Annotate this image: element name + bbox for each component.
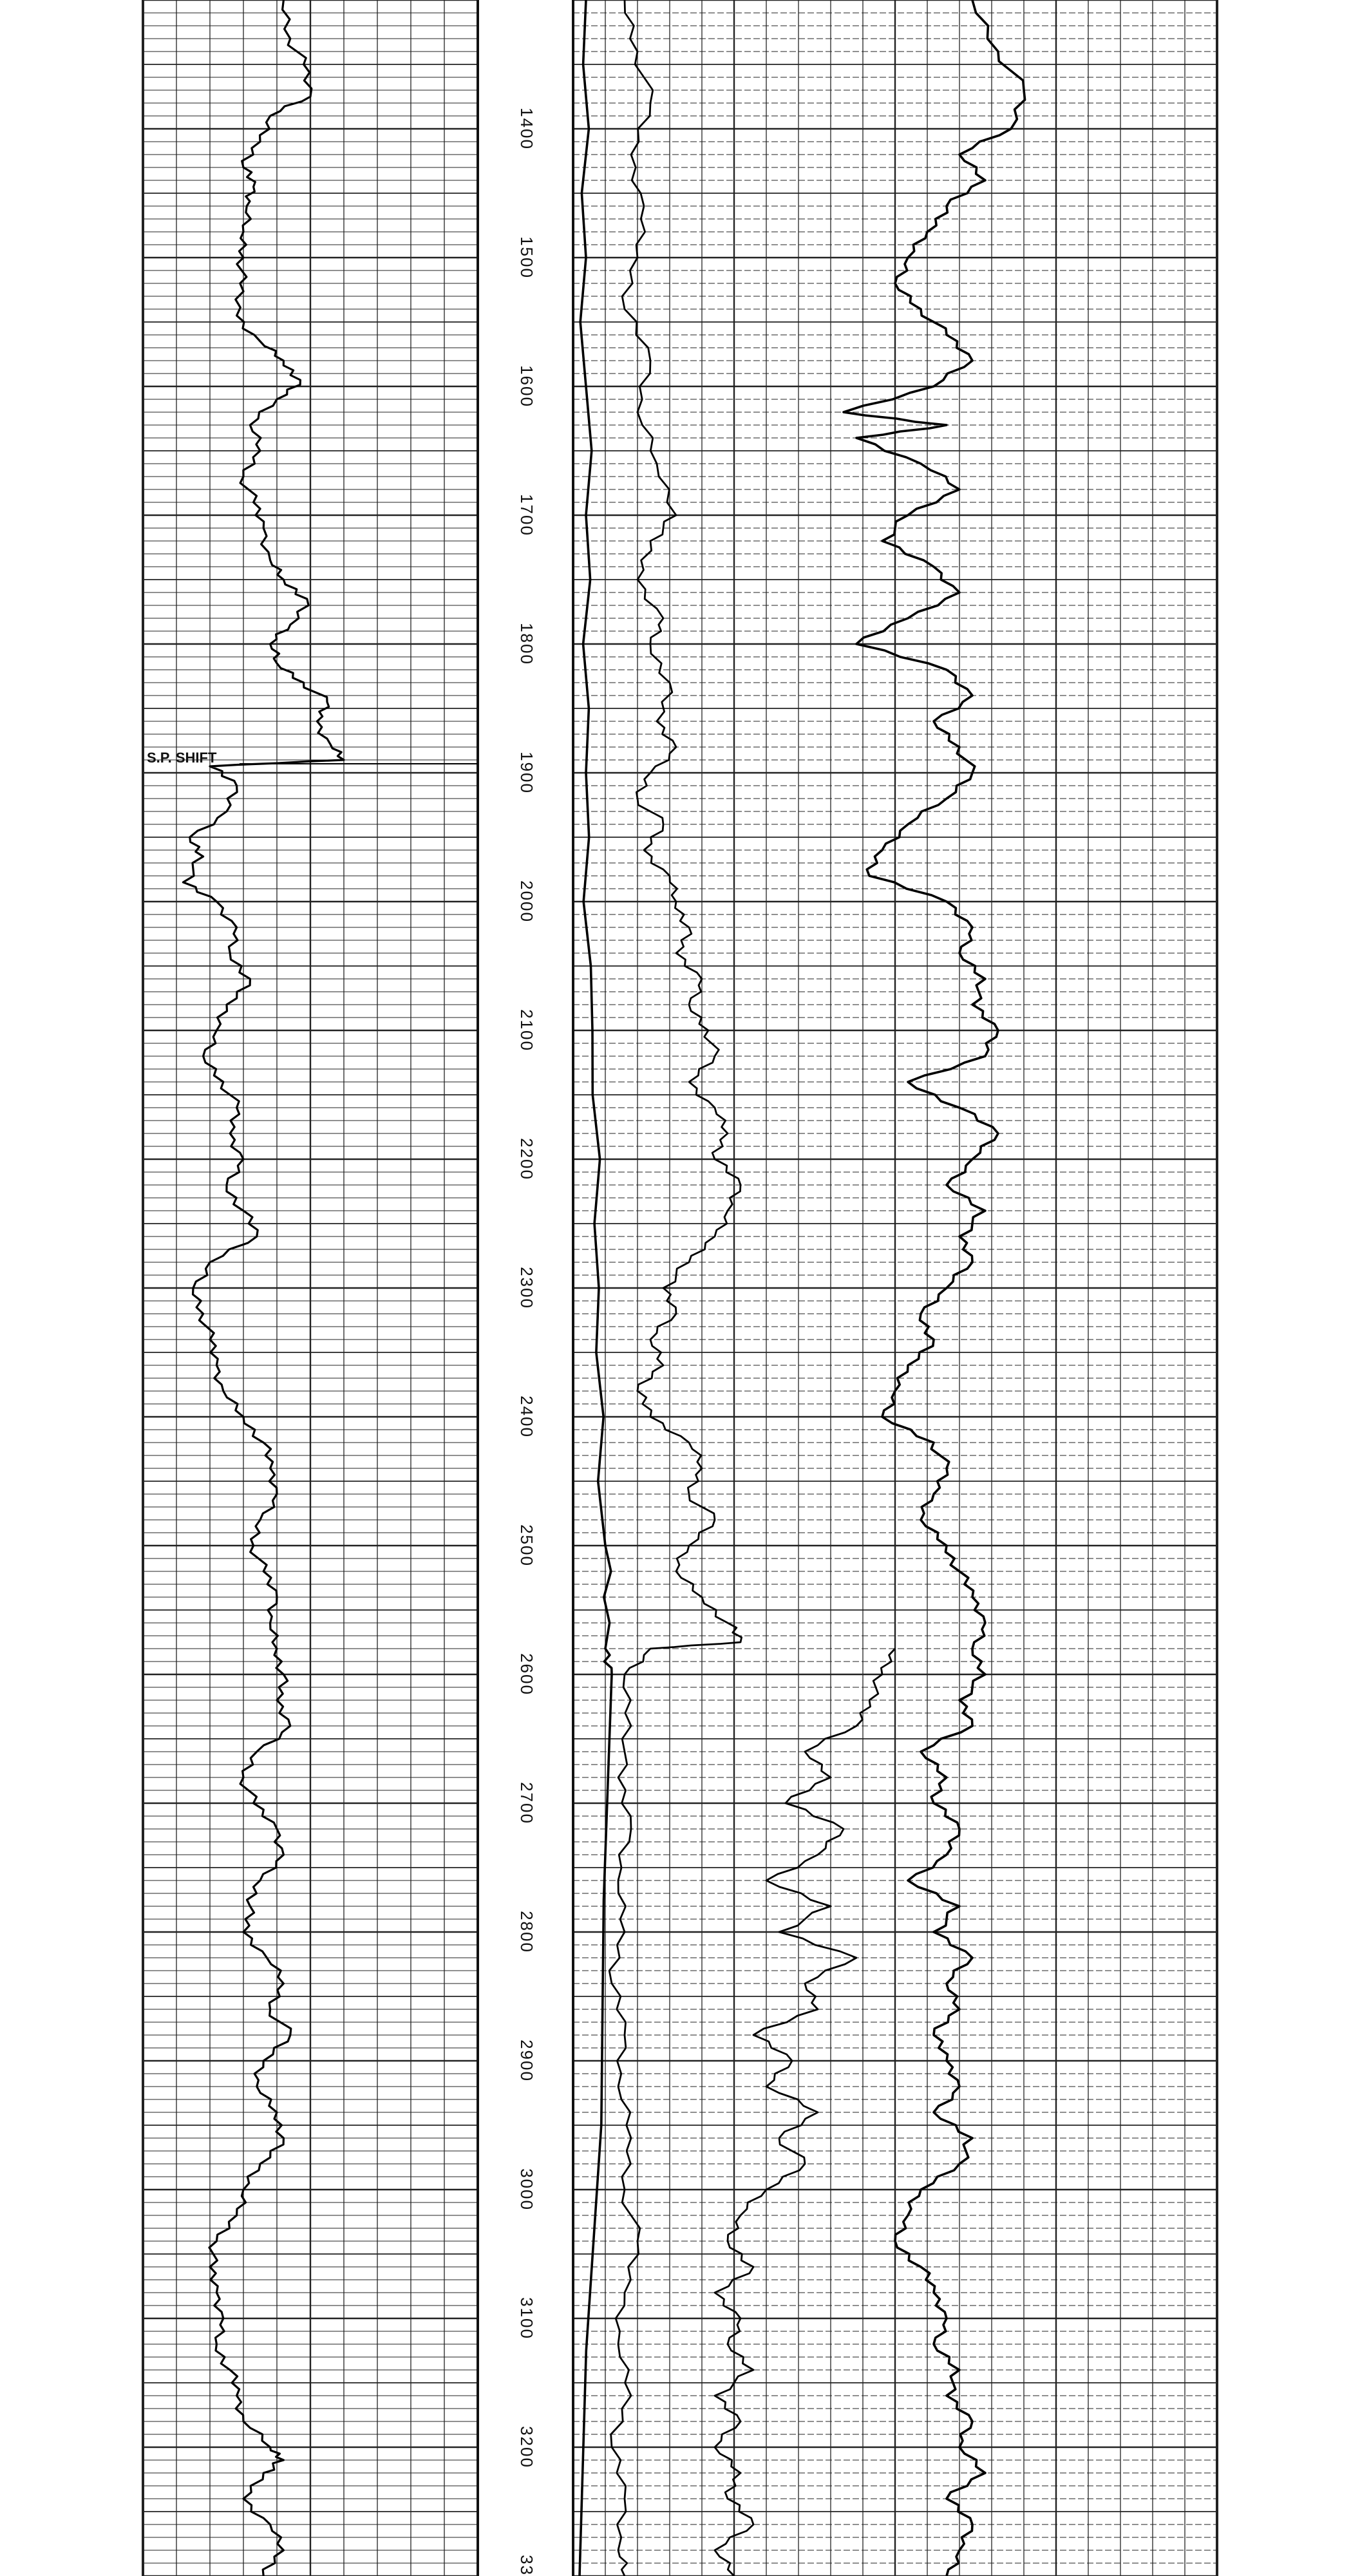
depth-tick-label: 2400 <box>517 1396 536 1438</box>
curve-sp <box>182 0 345 2576</box>
depth-tick-label: 2600 <box>517 1653 536 1696</box>
depth-tick-label: 1900 <box>517 752 536 794</box>
depth-track: 1400 1500 1600 1700 1800 1900 2000 2100 2200 2300… <box>477 0 574 2576</box>
depth-tick-label: 2300 <box>517 1267 536 1309</box>
log-curves <box>182 0 1026 2576</box>
depth-tick-label: 3200 <box>517 2426 536 2468</box>
curve-inductive <box>842 0 1026 2576</box>
depth-tick-label: 1800 <box>517 623 536 665</box>
annotation-sp-shift: S.P. SHIFT <box>147 750 217 766</box>
depth-tick-label: 2000 <box>517 880 536 923</box>
depth-tick-label: 2500 <box>517 1524 536 1567</box>
curve-short-normal <box>608 0 742 2576</box>
depth-tick-label: 3000 <box>517 2168 536 2211</box>
left-track-grid <box>142 0 479 2576</box>
depth-tick-label: 1400 <box>517 108 536 150</box>
depth-tick-label: 1700 <box>517 494 536 536</box>
depth-tick-label: 3300 <box>517 2555 536 2576</box>
depth-tick-label: 2100 <box>517 1009 536 1052</box>
curve-straight-line <box>578 0 613 2576</box>
depth-tick-label: 2200 <box>517 1138 536 1180</box>
annotations: S.P. SHIFT <box>147 750 478 766</box>
depth-tick-label: 3100 <box>517 2297 536 2340</box>
depth-tick-label: 2700 <box>517 1782 536 1824</box>
depth-tick-label: 2900 <box>517 2040 536 2082</box>
depth-tick-label: 1600 <box>517 365 536 408</box>
depth-tick-label: 2800 <box>517 1911 536 1953</box>
right-track-grid <box>572 0 1218 2576</box>
curve-long-normal <box>713 1648 896 2576</box>
depth-tick-label: 1500 <box>517 236 536 279</box>
